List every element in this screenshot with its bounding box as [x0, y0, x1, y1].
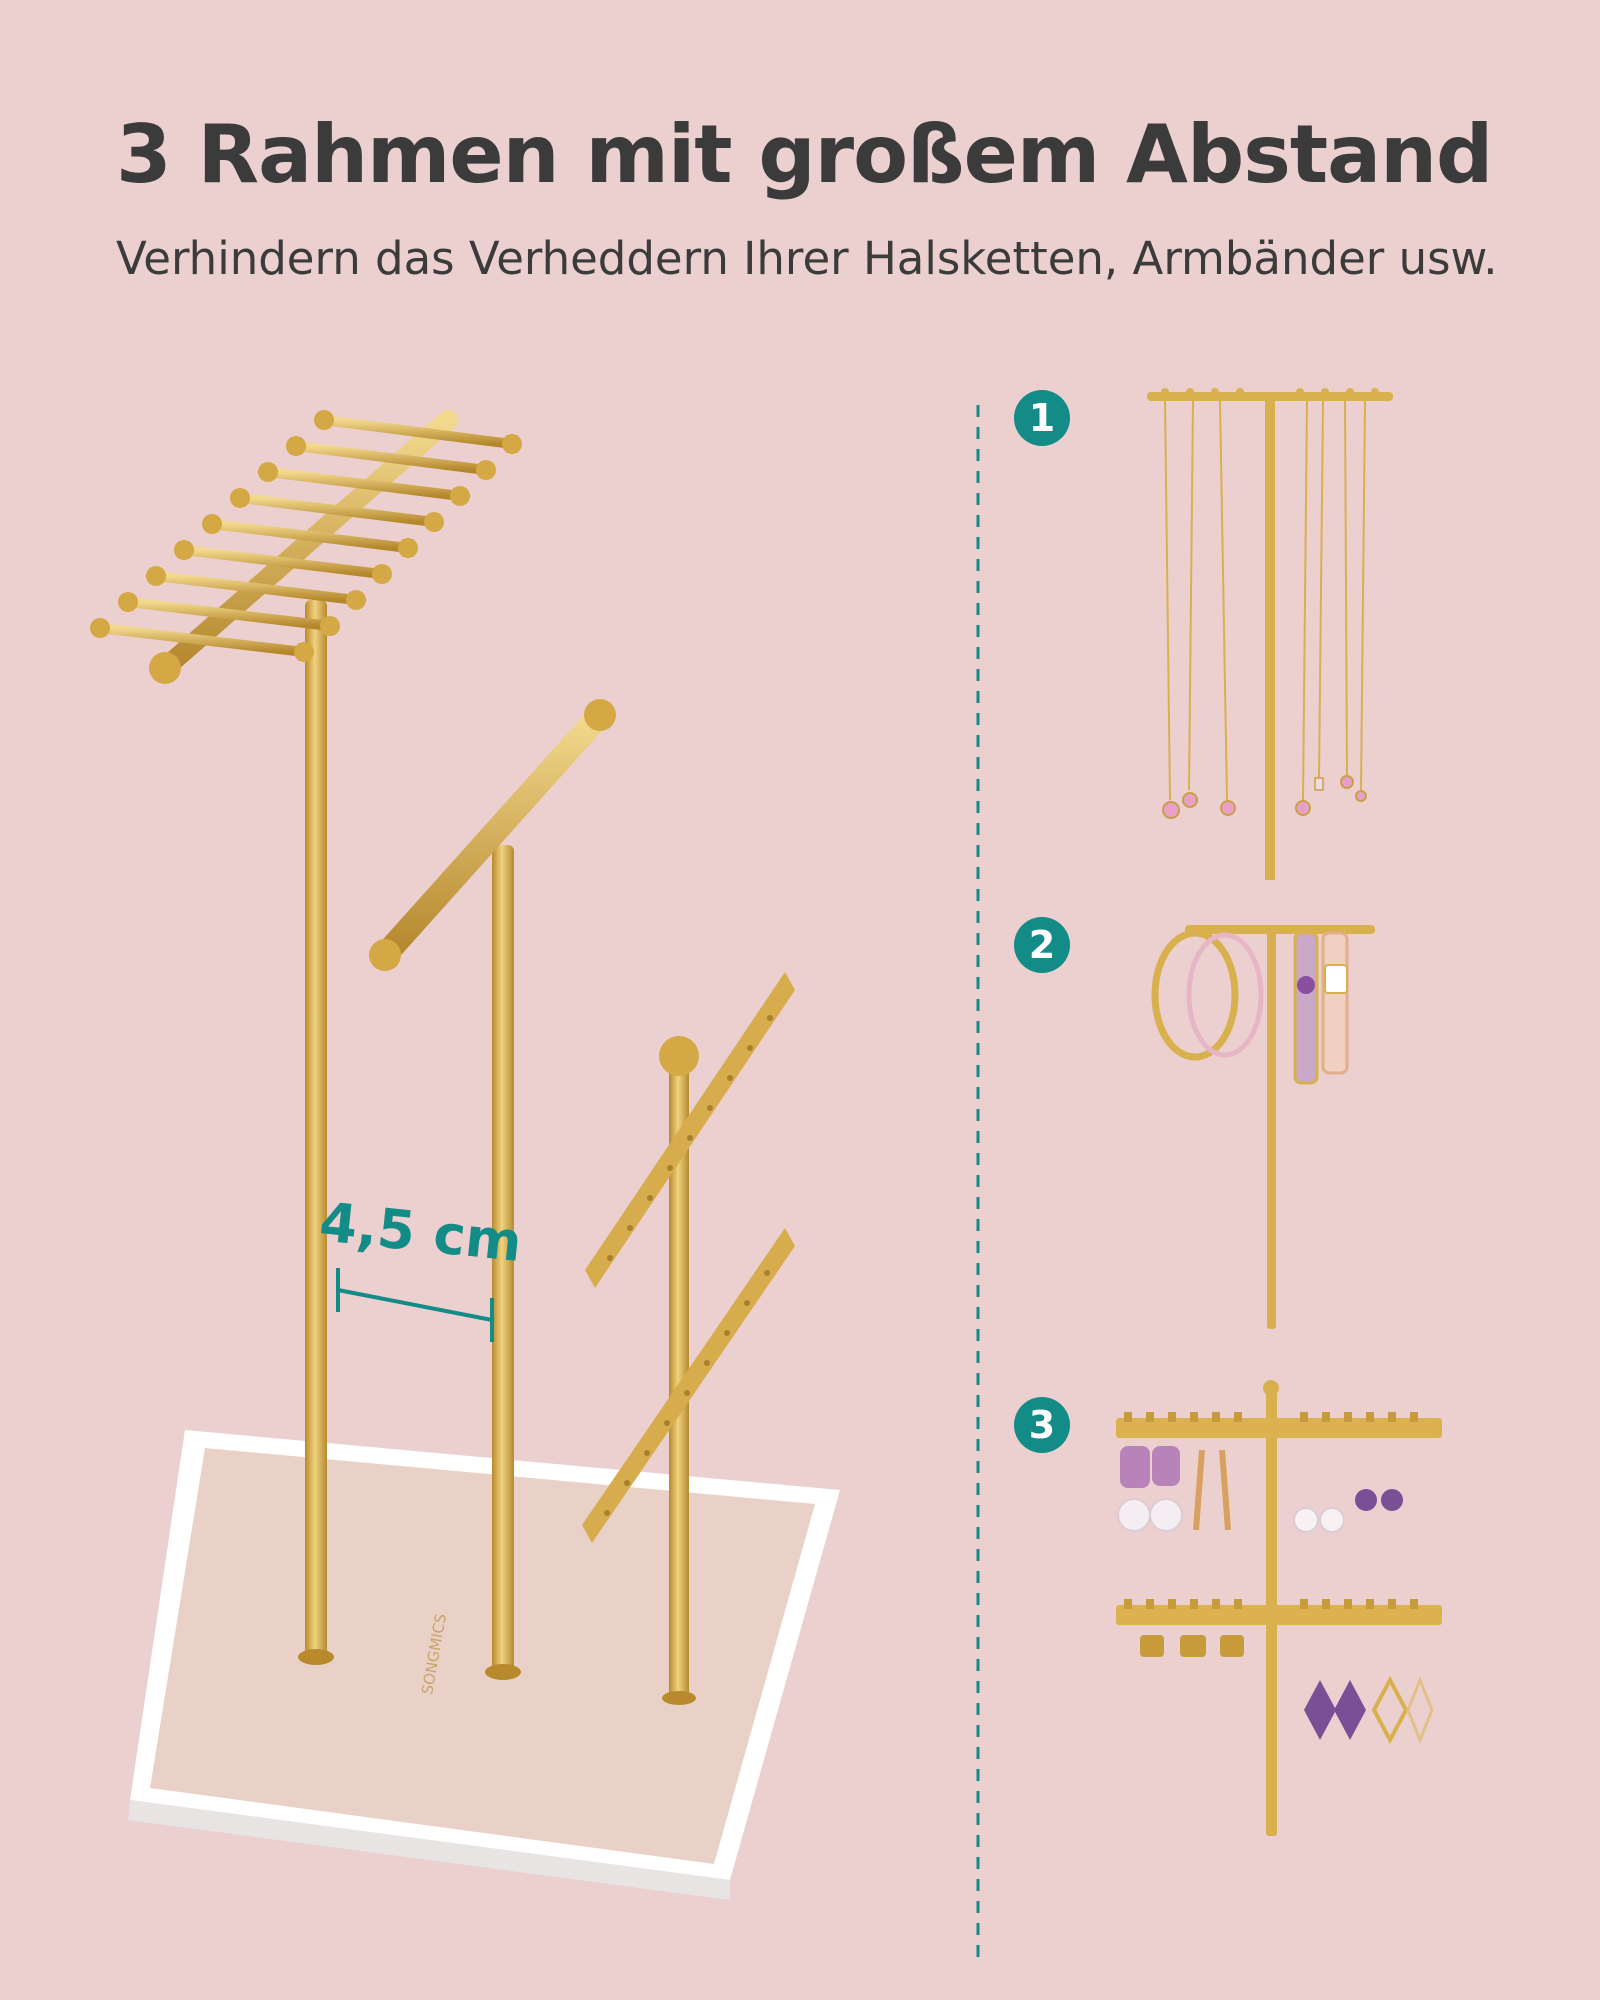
- dashed-divider: [976, 405, 980, 1960]
- feature-3-badge: 3: [1014, 1397, 1070, 1453]
- feature-1-badge: 1: [1014, 390, 1070, 446]
- feature-2-number: 2: [1029, 923, 1055, 967]
- jewelry-tray: SONGMICS: [128, 1430, 840, 1900]
- jewelry-stand-illustration: SONGMICS: [90, 410, 840, 1900]
- rack-1-comb-top: [90, 410, 522, 1665]
- spacing-measurement: 4,5 cm: [317, 1190, 525, 1342]
- feature-1-necklace-bar: [1147, 388, 1393, 880]
- feature-3-earring-holder: [1116, 1380, 1442, 1836]
- page-subtitle: Verhindern das Verheddern Ihrer Halskett…: [116, 232, 1498, 285]
- rack-3-earring-plates: [582, 972, 795, 1705]
- feature-2-bracelet-bar: [1151, 925, 1375, 1329]
- feature-3-number: 3: [1029, 1403, 1055, 1447]
- page-title: 3 Rahmen mit großem Abstand: [116, 108, 1493, 201]
- feature-2-badge: 2: [1014, 917, 1070, 973]
- rack-2-t-bar: [369, 699, 616, 1680]
- feature-1-number: 1: [1029, 396, 1055, 440]
